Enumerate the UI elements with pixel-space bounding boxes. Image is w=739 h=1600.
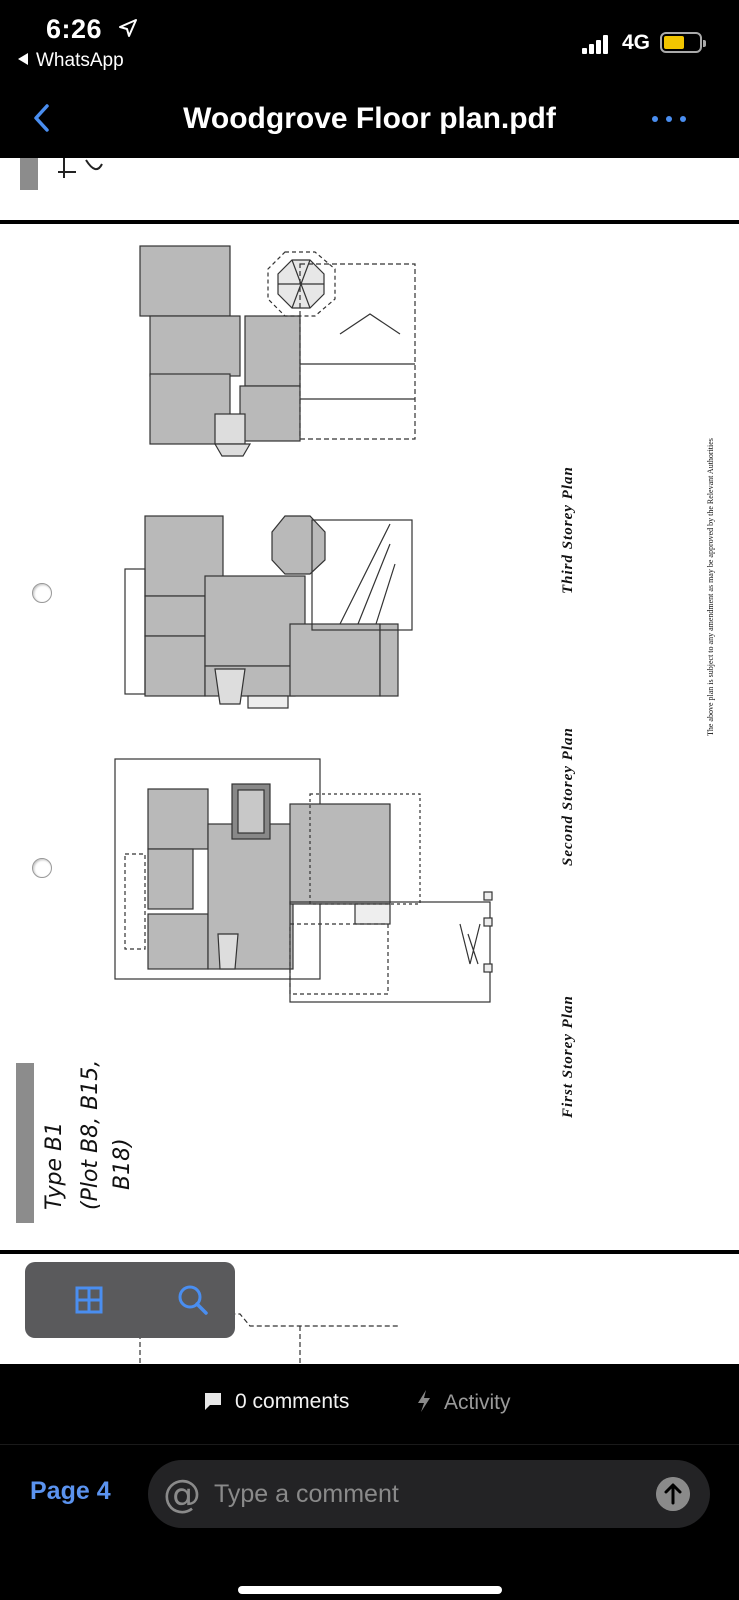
second-storey-plan xyxy=(124,515,413,709)
send-arrow-icon[interactable] xyxy=(656,1477,690,1511)
plan-label-third: Third Storey Plan xyxy=(560,466,576,594)
bottom-panel: 0 comments Activity Page 4 @ xyxy=(0,1364,739,1600)
handwritten-note-line-2: (Plot B8, B15, xyxy=(78,1059,103,1210)
plan-label-first: First Storey Plan xyxy=(560,995,576,1118)
cell-signal-icon xyxy=(582,34,612,54)
comment-bubble-icon xyxy=(205,1393,221,1410)
back-app-label: WhatsApp xyxy=(36,50,124,71)
tab-activity[interactable]: Activity xyxy=(416,1390,511,1415)
more-options-icon[interactable] xyxy=(650,110,690,130)
document-title: Woodgrove Floor plan.pdf xyxy=(183,102,556,135)
mention-icon[interactable]: @ xyxy=(163,1472,201,1516)
tab-comments-label: 0 comments xyxy=(235,1390,350,1413)
highlighter-mark xyxy=(16,1063,34,1223)
previous-page-marker xyxy=(20,158,38,190)
comment-input[interactable] xyxy=(214,1474,624,1514)
divider xyxy=(0,1444,739,1445)
battery-icon xyxy=(660,32,706,53)
floor-plans-drawing xyxy=(114,245,493,1003)
third-storey-plan xyxy=(139,245,416,457)
clock: 6:26 xyxy=(46,14,103,44)
navigation-bar: Woodgrove Floor plan.pdf xyxy=(0,84,739,158)
page-separator xyxy=(0,220,739,224)
binder-hole xyxy=(32,858,52,878)
tab-comments[interactable]: 0 comments xyxy=(203,1390,349,1414)
document-viewer[interactable]: Third Storey Plan Second Storey Plan Fir… xyxy=(0,158,739,1364)
back-triangle-icon xyxy=(18,53,28,65)
tab-activity-label: Activity xyxy=(444,1391,511,1414)
current-page-label[interactable]: Page 4 xyxy=(30,1477,111,1505)
home-indicator[interactable] xyxy=(238,1586,502,1594)
location-arrow-icon xyxy=(119,19,137,37)
comment-composer: @ xyxy=(148,1460,710,1528)
handwritten-note-line-1: Type B1 xyxy=(42,1121,67,1210)
status-bar: 6:26 WhatsApp 4G xyxy=(0,0,739,84)
grid-view-icon[interactable] xyxy=(71,1282,107,1318)
disclaimer-text: The above plan is subject to any amendme… xyxy=(706,438,715,736)
network-type: 4G xyxy=(622,31,651,54)
page-separator xyxy=(0,1250,739,1254)
viewer-tools xyxy=(25,1262,235,1338)
panel-tabs: 0 comments Activity xyxy=(0,1364,739,1444)
back-chevron-icon[interactable] xyxy=(28,98,58,138)
binder-hole xyxy=(32,583,52,603)
handwritten-note-line-3: B18) xyxy=(110,1138,135,1190)
plan-label-second: Second Storey Plan xyxy=(560,727,576,866)
previous-page-scribble xyxy=(58,158,103,178)
first-storey-plan xyxy=(114,758,493,1003)
search-icon[interactable] xyxy=(175,1282,211,1318)
lightning-icon xyxy=(418,1390,430,1412)
back-to-app-link[interactable]: WhatsApp xyxy=(18,50,124,72)
